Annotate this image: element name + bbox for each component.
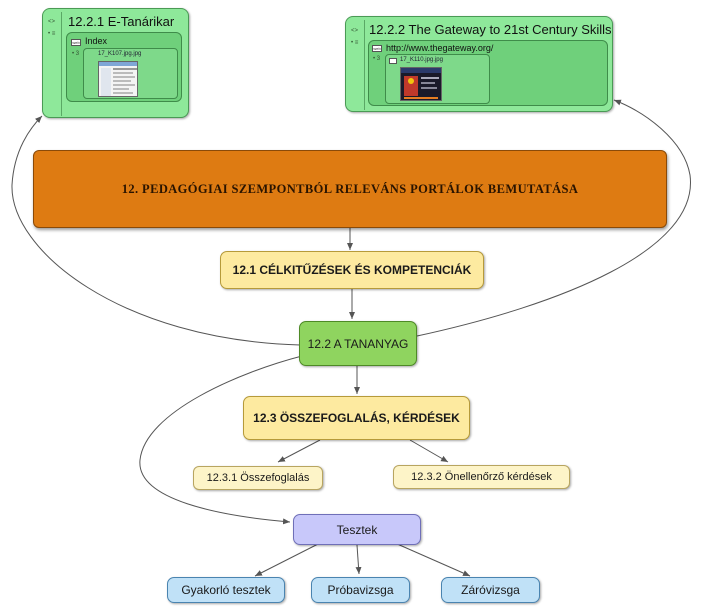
- node-tananyag[interactable]: 12.2 A TANANYAG: [299, 321, 417, 366]
- node-probavizsga-label: Próbavizsga: [327, 583, 394, 597]
- node-tananyag-label: 12.2 A TANANYAG: [307, 336, 409, 351]
- expand-glyph[interactable]: <>: [351, 28, 359, 34]
- resource-gateway[interactable]: <> • ≡ 12.2.2 The Gateway to 21st Centur…: [345, 16, 613, 112]
- resource-divider: [61, 12, 62, 116]
- sub-glyph: • 3: [72, 51, 80, 57]
- node-celkituzesek[interactable]: 12.1 CÉLKITŰZÉSEK ÉS KOMPETENCIÁK: [220, 251, 484, 289]
- node-probavizsga[interactable]: Próbavizsga: [311, 577, 410, 603]
- link-material-to-gateway: [416, 99, 691, 337]
- image-file-label: 17_K110.jpg.jpg: [400, 57, 443, 63]
- node-zarovizsga-label: Záróvizsga: [461, 583, 520, 597]
- node-osszefoglalas-kerdesek-label: 12.3 ÖSSZEFOGLALÁS, KÉRDÉSEK: [253, 411, 460, 425]
- screenshot-thumbnail-icon[interactable]: [98, 61, 138, 97]
- link-tests-to-gyakorlo: [254, 542, 321, 577]
- sub-glyph: • 3: [373, 56, 381, 62]
- node-osszefoglalas-label: 12.3.1 Összefoglalás: [206, 472, 310, 484]
- node-celkituzesek-label: 12.1 CÉLKITŰZÉSEK ÉS KOMPETENCIÁK: [232, 263, 472, 277]
- screenshot-thumbnail-icon[interactable]: [400, 67, 442, 101]
- node-tesztek-label: Tesztek: [336, 522, 378, 537]
- main-topic[interactable]: 12. PEDAGÓGIAI SZEMPONTBÓL RELEVÁNS PORT…: [33, 150, 667, 228]
- image-file-label: 17_K107.jpg.jpg: [98, 51, 142, 57]
- resource-title: 12.2.2 The Gateway to 21st Century Skill…: [369, 22, 612, 37]
- node-onellenorzo-label: 12.3.2 Önellenőrző kérdések: [411, 471, 552, 483]
- link-group-gateway-url[interactable]: web http://www.thegateway.org/ • 3 17_K1…: [368, 40, 608, 106]
- web-link-icon[interactable]: web: [71, 39, 81, 46]
- link-group-index[interactable]: web Index • 3 17_K107.jpg.jpg: [66, 32, 182, 102]
- collapse-glyph[interactable]: • ≡: [351, 40, 359, 46]
- link-tests-to-zarovizsga: [394, 542, 471, 577]
- image-group[interactable]: 17_K107.jpg.jpg: [83, 48, 178, 99]
- node-osszefoglalas[interactable]: 12.3.1 Összefoglalás: [193, 466, 323, 490]
- link-summary-to-onellenorzo: [409, 439, 449, 463]
- link-material-to-tests: [139, 355, 303, 525]
- node-zarovizsga[interactable]: Záróvizsga: [441, 577, 540, 603]
- link-url[interactable]: http://www.thegateway.org/: [386, 43, 494, 53]
- node-gyakorlo-label: Gyakorló tesztek: [181, 583, 271, 597]
- web-link-icon[interactable]: web: [372, 45, 382, 52]
- node-gyakorlo[interactable]: Gyakorló tesztek: [167, 577, 285, 603]
- node-onellenorzo[interactable]: 12.3.2 Önellenőrző kérdések: [393, 465, 570, 489]
- resource-title: 12.2.1 E-Tanárikar: [68, 14, 175, 29]
- resource-divider: [364, 20, 365, 110]
- link-summary-to-osszefoglalas: [277, 439, 321, 463]
- expand-glyph[interactable]: <>: [48, 19, 56, 25]
- collapse-glyph[interactable]: • ≡: [48, 31, 56, 37]
- resource-etanarikar[interactable]: <> • ≡ 12.2.1 E-Tanárikar web Index • 3 …: [42, 8, 189, 118]
- node-osszefoglalas-kerdesek[interactable]: 12.3 ÖSSZEFOGLALÁS, KÉRDÉSEK: [243, 396, 470, 440]
- main-topic-label: 12. PEDAGÓGIAI SZEMPONTBÓL RELEVÁNS PORT…: [121, 181, 579, 196]
- link-material-to-etanarikar: [11, 115, 301, 346]
- node-tesztek[interactable]: Tesztek: [293, 514, 421, 545]
- link-tests-to-probavizsga: [355, 544, 362, 575]
- image-file-icon: [389, 58, 397, 64]
- link-label[interactable]: Index: [85, 36, 108, 46]
- image-group[interactable]: 17_K110.jpg.jpg: [385, 54, 490, 104]
